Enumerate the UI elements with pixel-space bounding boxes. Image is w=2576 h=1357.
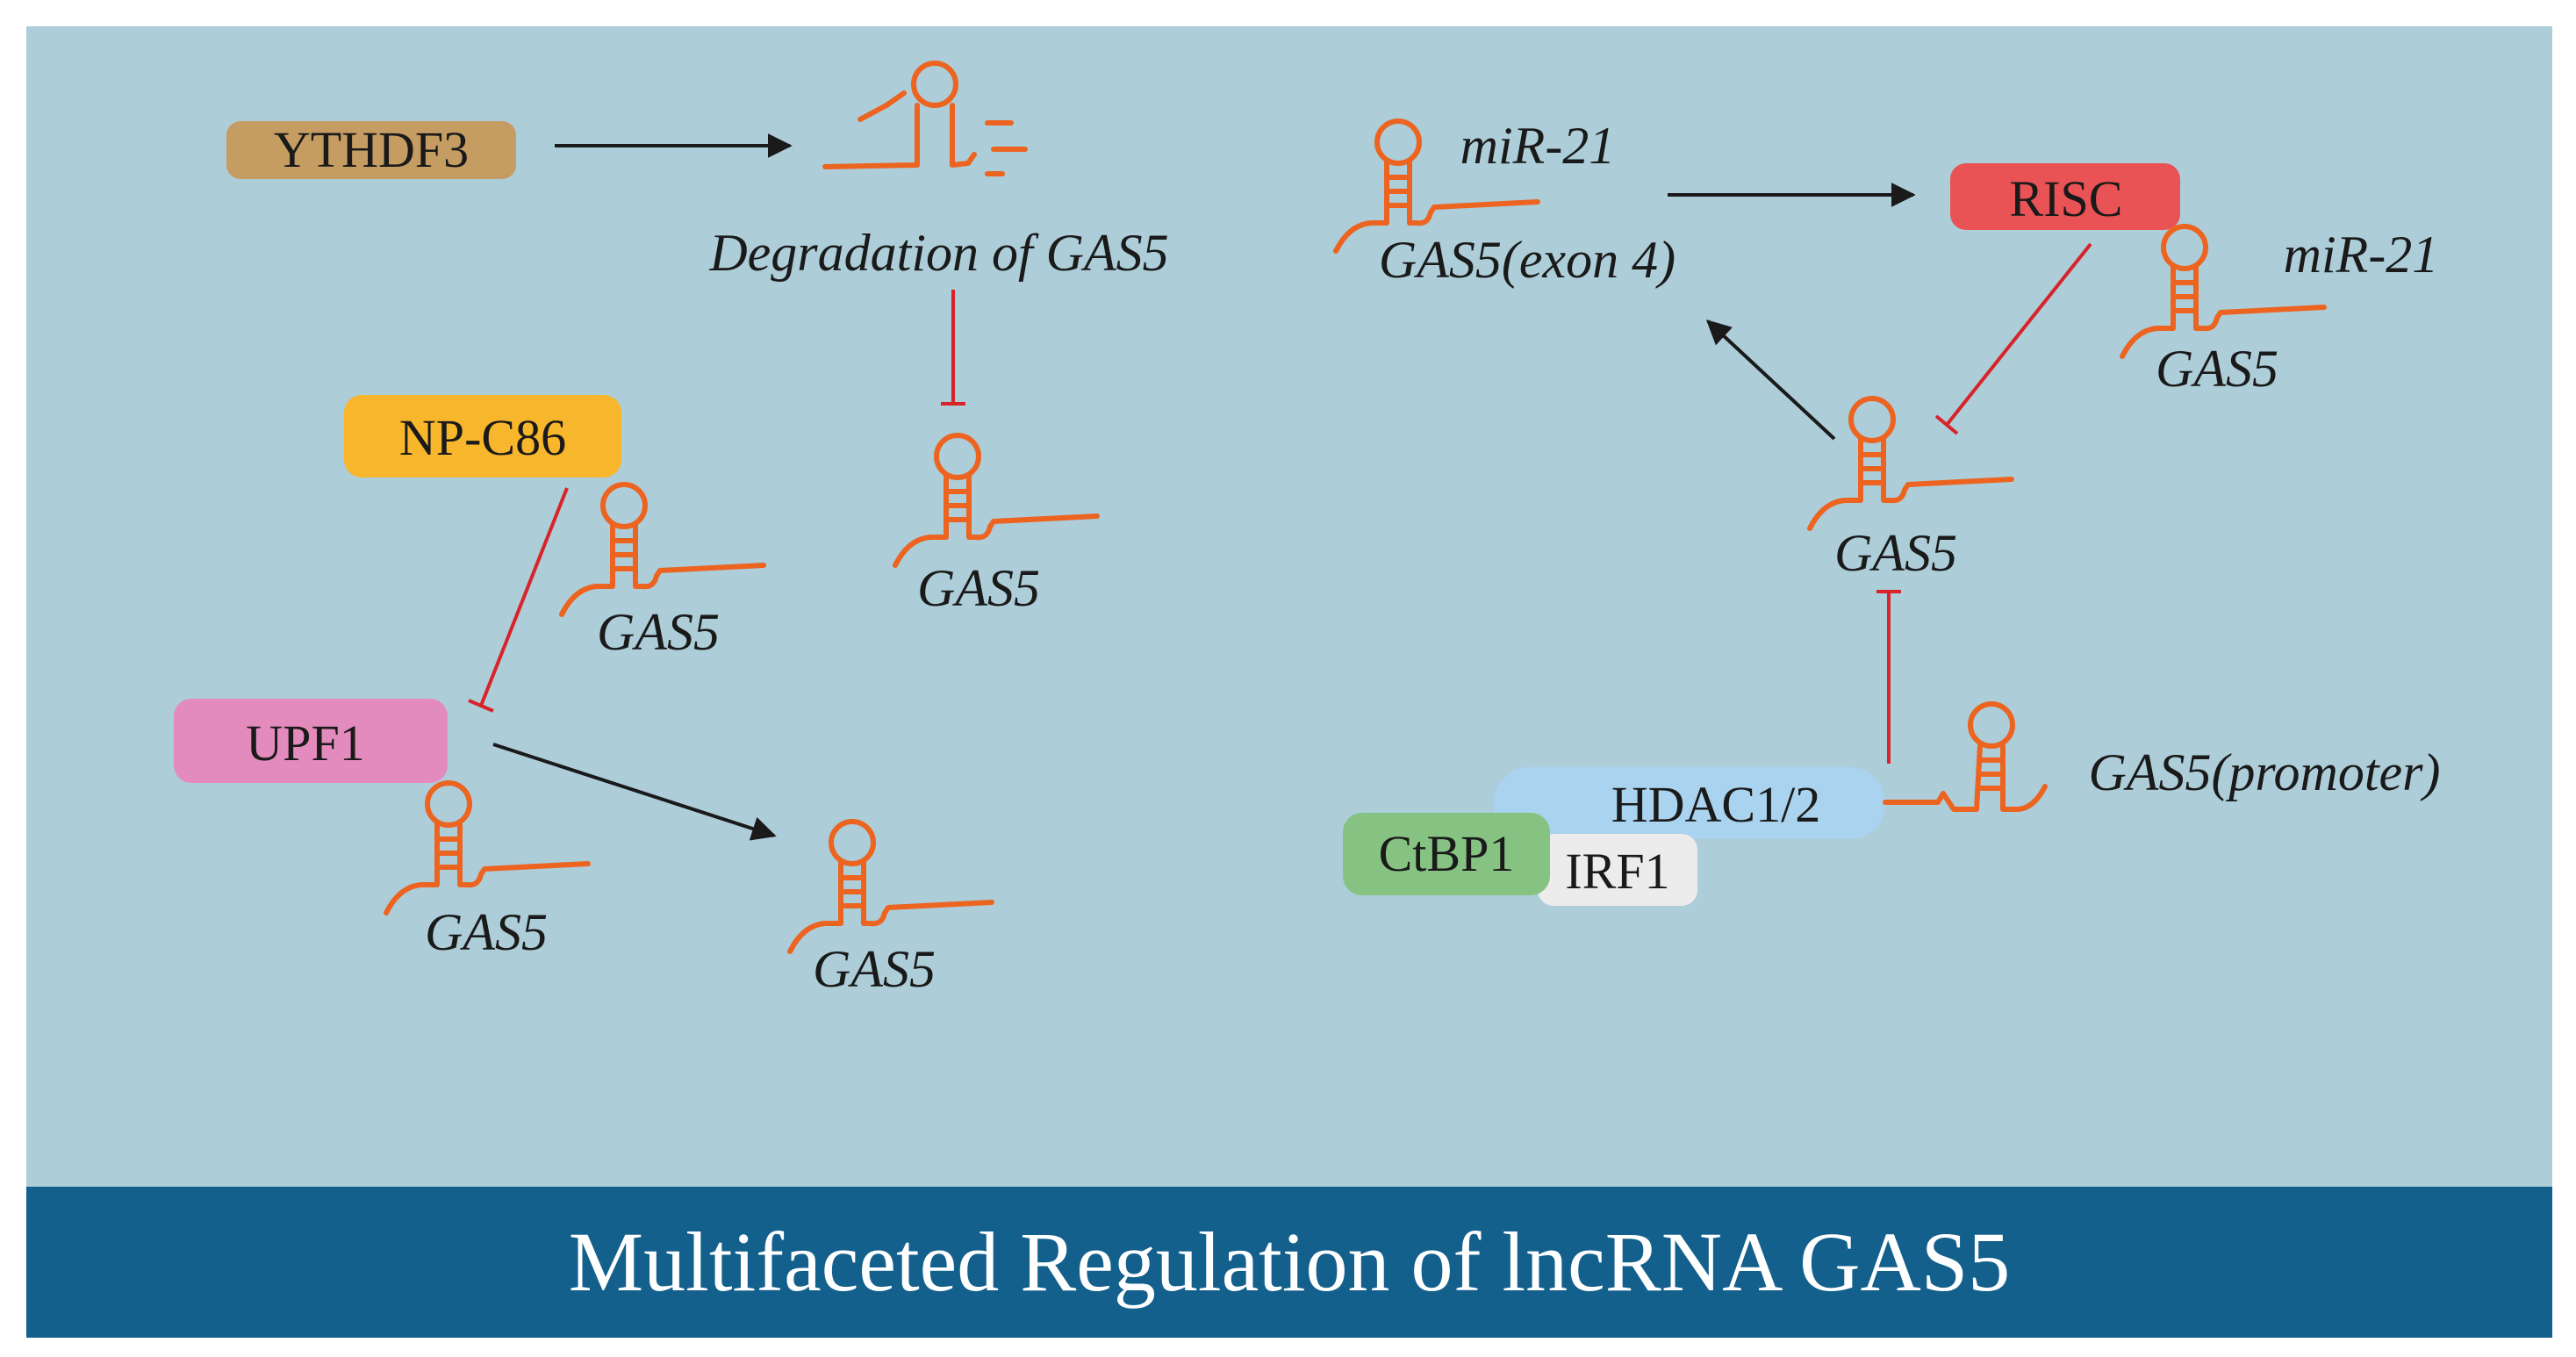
gas5-label-product: GAS5	[813, 940, 936, 998]
gas5-label-npc86: GAS5	[597, 603, 720, 661]
gas5-label-upf1: GAS5	[425, 903, 548, 961]
title-bar	[26, 1187, 2552, 1338]
upf1-box	[174, 699, 448, 783]
ctbp1-label: CtBP1	[1379, 825, 1515, 882]
risc-label: RISC	[2010, 170, 2123, 227]
ythdf3-box	[226, 121, 516, 179]
risc-inhibit-bar	[1934, 414, 1959, 435]
hdac-label: HDAC1/2	[1611, 776, 1820, 833]
ctbp1-box	[1343, 813, 1550, 895]
npc86-inhibit-bar	[468, 699, 494, 713]
gas5-exon4-label: GAS5(exon 4)	[1379, 231, 1675, 289]
hdac-box	[1494, 767, 1885, 839]
figure-title: Multifaceted Regulation of lncRNA GAS5	[569, 1215, 2010, 1309]
gas5-promoter-label: GAS5(promoter)	[2088, 743, 2440, 801]
gas5-label-right: GAS5	[1834, 524, 1957, 582]
ythdf3-label: YTHDF3	[274, 121, 469, 178]
irf1-label: IRF1	[1565, 843, 1669, 900]
npc86-label: NP-C86	[399, 409, 566, 466]
risc-box	[1950, 163, 2180, 230]
upf1-label: UPF1	[246, 714, 364, 772]
gas5-to-exon4-arrow	[1705, 320, 1836, 441]
gas5-label-center: GAS5	[917, 559, 1040, 617]
npc86-inhibit-line	[479, 487, 569, 707]
gas5-promoter-rna	[1883, 701, 2048, 812]
upf1-activation-arrow	[492, 743, 777, 841]
irf1-box	[1538, 834, 1697, 906]
mir21-label-left: miR-21	[1460, 117, 1616, 175]
degradation-label: Degradation of GAS5	[708, 224, 1168, 282]
npc86-box	[344, 395, 621, 477]
degraded-gas5-rna	[822, 61, 1028, 176]
risc-inhibit-line	[1945, 242, 2092, 427]
gas5-label-risc: GAS5	[2156, 340, 2278, 398]
mir21-label-right: miR-21	[2284, 226, 2439, 284]
